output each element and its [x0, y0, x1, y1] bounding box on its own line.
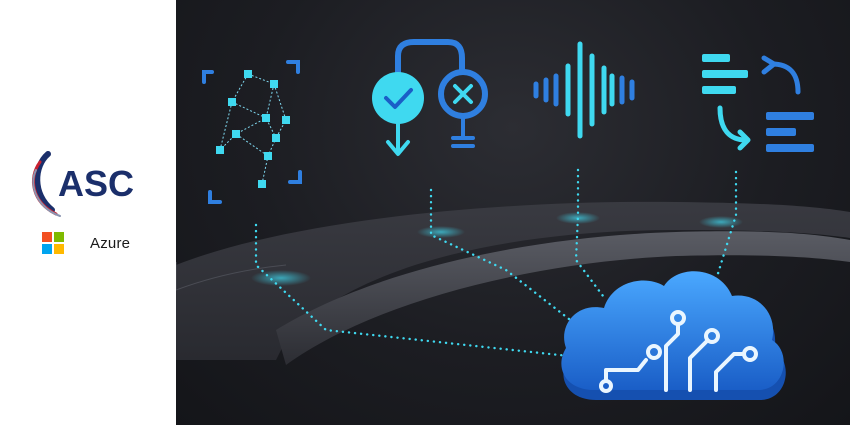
hero-illustration: [176, 0, 850, 425]
approve-reject-icon: [372, 39, 488, 156]
sound-wave-icon: [533, 41, 635, 139]
curved-platform: [176, 201, 850, 365]
sidebar: ASC Azure: [0, 0, 176, 425]
partner-row: Azure: [42, 232, 130, 254]
asc-logo-text: ASC: [58, 163, 134, 204]
node-graph-icon: [202, 60, 302, 204]
asc-logo: ASC: [31, 151, 134, 217]
text-transform-icon: [702, 54, 814, 152]
azure-label: Azure: [90, 234, 131, 252]
dotted-connectors: [254, 168, 738, 362]
cloud-circuit-icon: [561, 271, 786, 400]
microsoft-logo-icon: [42, 232, 64, 254]
illustration-canvas: [176, 39, 850, 400]
